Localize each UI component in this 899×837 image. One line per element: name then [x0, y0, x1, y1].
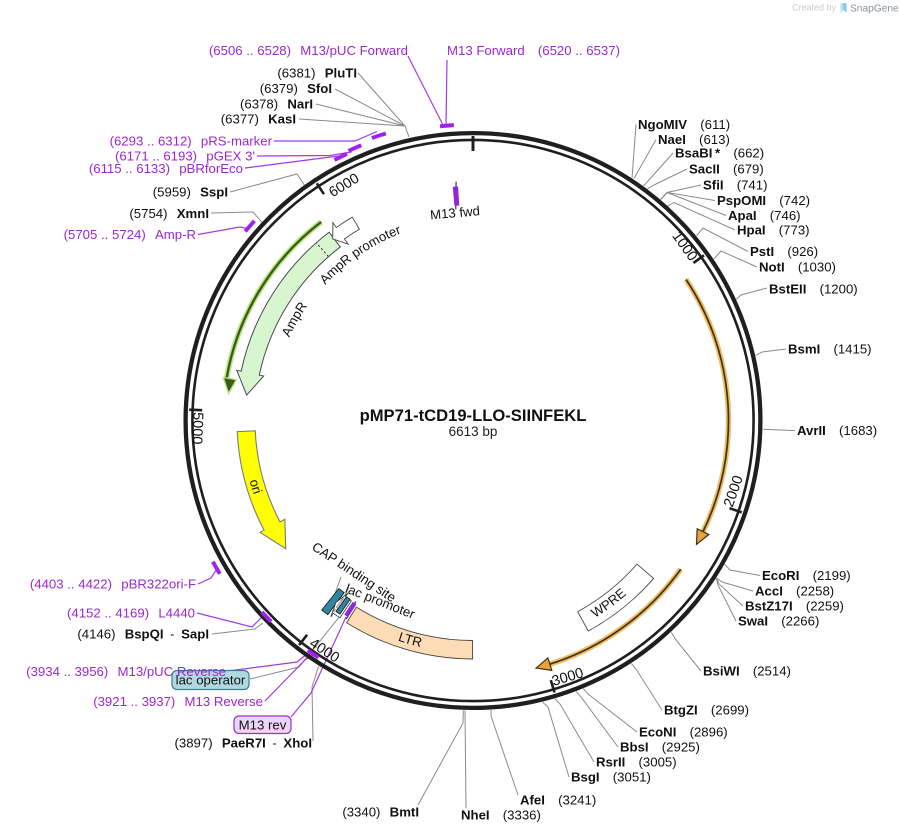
- svg-text:(6381) PluTI: (6381) PluTI: [277, 66, 357, 81]
- svg-text:EcoRI (2199): EcoRI (2199): [762, 568, 851, 583]
- svg-text:NotI (1030): NotI (1030): [759, 260, 836, 275]
- svg-text:BsaBI * (662): BsaBI * (662): [675, 146, 764, 161]
- svg-text:AccI (2258): AccI (2258): [755, 584, 834, 599]
- svg-text:SnapGene: SnapGene: [850, 4, 899, 15]
- svg-text:BsiWI (2514): BsiWI (2514): [703, 664, 791, 679]
- svg-text:BstZ17I (2259): BstZ17I (2259): [745, 599, 844, 614]
- svg-text:(3921 .. 3937) M13 Reverse: (3921 .. 3937) M13 Reverse: [93, 694, 263, 709]
- svg-text:BtgZI (2699): BtgZI (2699): [664, 703, 749, 718]
- svg-text:SwaI (2266): SwaI (2266): [738, 614, 819, 629]
- svg-text:BbsI (2925): BbsI (2925): [620, 740, 700, 755]
- svg-text:(6379) SfoI: (6379) SfoI: [260, 81, 332, 96]
- svg-text:(4152 .. 4169) L4440: (4152 .. 4169) L4440: [67, 606, 195, 621]
- svg-text:NheI (3336): NheI (3336): [461, 808, 541, 823]
- svg-text:(6115 .. 6133) pBRforEco: (6115 .. 6133) pBRforEco: [89, 161, 243, 176]
- svg-text:ApaI (746): ApaI (746): [728, 208, 801, 223]
- svg-text:(3340) BmtI: (3340) BmtI: [342, 805, 419, 820]
- svg-text:SacII (679): SacII (679): [689, 162, 764, 177]
- svg-text:(6377) KasI: (6377) KasI: [221, 111, 296, 126]
- svg-text:AfeI (3241): AfeI (3241): [520, 793, 596, 808]
- svg-text:pMP71-tCD19-LLO-SIINFEKL: pMP71-tCD19-LLO-SIINFEKL: [360, 406, 587, 425]
- svg-text:(3934 .. 3956) M13/pUC Revers: (3934 .. 3956) M13/pUC Reverse: [26, 664, 226, 679]
- svg-text:(6378) NarI: (6378) NarI: [240, 96, 313, 111]
- svg-text:(6293 .. 6312) pRS-marker: (6293 .. 6312) pRS-marker: [110, 134, 273, 149]
- svg-text:(5959) SspI: (5959) SspI: [153, 185, 228, 200]
- svg-text:RsrII (3005): RsrII (3005): [596, 755, 677, 770]
- svg-text:PstI (926): PstI (926): [750, 244, 818, 259]
- svg-text:EcoNI (2896): EcoNI (2896): [639, 725, 728, 740]
- svg-text:BsmI (1415): BsmI (1415): [788, 342, 872, 357]
- svg-text:M13 Forward (6520 .. 6537): M13 Forward (6520 .. 6537): [447, 43, 620, 58]
- svg-text:(6506 .. 6528) M13/pUC Forwar: (6506 .. 6528) M13/pUC Forward: [209, 43, 408, 58]
- svg-text:NgoMIV (611): NgoMIV (611): [638, 117, 730, 132]
- svg-text:(4403 .. 4422) pBR322ori-F: (4403 .. 4422) pBR322ori-F: [30, 577, 196, 592]
- svg-text:HpaI (773): HpaI (773): [737, 223, 810, 238]
- svg-text:BsgI (3051): BsgI (3051): [571, 770, 651, 785]
- svg-text:BstEII (1200): BstEII (1200): [769, 282, 858, 297]
- svg-text:PspOMI (742): PspOMI (742): [717, 193, 810, 208]
- svg-text:AvrII (1683): AvrII (1683): [797, 423, 877, 438]
- svg-text:5000: 5000: [188, 412, 205, 445]
- svg-text:6613 bp: 6613 bp: [449, 424, 498, 439]
- svg-text:(5705 .. 5724) Amp-R: (5705 .. 5724) Amp-R: [64, 227, 196, 242]
- svg-text:(5754) XmnI: (5754) XmnI: [129, 206, 209, 221]
- svg-text:(4146) BspQI - SapI: (4146) BspQI - SapI: [77, 627, 209, 642]
- svg-text:M13 rev: M13 rev: [239, 718, 287, 733]
- svg-text:(3897) PaeR7I - XhoI: (3897) PaeR7I - XhoI: [174, 736, 312, 751]
- svg-text:Created by: Created by: [792, 3, 837, 13]
- svg-text:SfiI (741): SfiI (741): [703, 178, 768, 193]
